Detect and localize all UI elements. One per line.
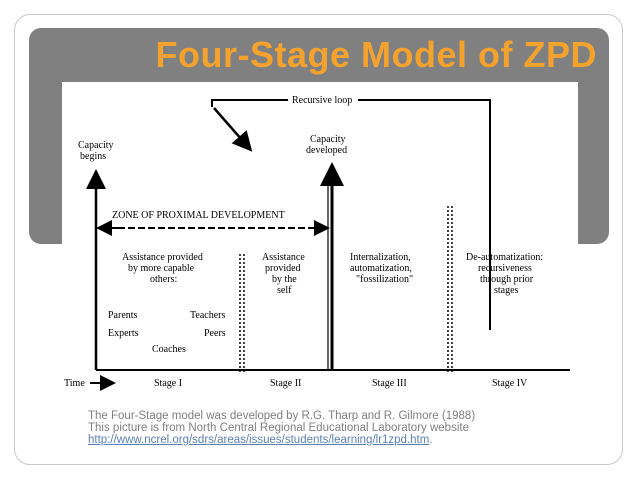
helper-experts: Experts [108,328,139,339]
zpd-diagram: Recursive loop Capacity begins Capacity … [62,82,578,406]
recursive-loop-label: Recursive loop [292,95,352,106]
stage1-desc-line3: others: [150,274,177,285]
stage2-desc-line4: self [277,285,292,296]
zpd-diagram-svg: Recursive loop Capacity begins Capacity … [64,95,570,391]
stage3-desc-line2: automatization, [350,263,412,274]
stage2-desc-line1: Assistance [262,252,305,263]
zpd-label: ZONE OF PROXIMAL DEVELOPMENT [112,210,285,221]
stage4-desc-line2: recursiveness [478,263,532,274]
recursive-loop-arrow [213,107,253,152]
stage4-desc-line3: through prior [480,274,534,285]
caption-line2: This picture is from North Central Regio… [88,422,469,434]
caption-period: . [429,434,433,446]
stage-label-2: Stage II [270,378,301,389]
stage2-desc-line2: provided [265,263,301,274]
capacity-begins-line1: Capacity [78,140,114,151]
time-label: Time [64,378,85,389]
helper-coaches: Coaches [152,344,186,355]
stage-label-3: Stage III [372,378,407,389]
stage4-desc-line4: stages [494,285,519,296]
recursive-loop-line [358,99,491,330]
helper-peers: Peers [204,328,226,339]
caption-line1: The Four-Stage model was developed by R.… [88,410,476,422]
helper-parents: Parents [108,310,138,321]
helper-teachers: Teachers [190,310,225,321]
stage3-desc-line3: "fossilization" [356,274,413,285]
recursive-loop-line-left [211,99,288,107]
capacity-developed-line2: developed [306,145,347,156]
stage3-desc-line1: Internalization, [350,252,411,263]
stage-label-4: Stage IV [492,378,528,389]
stage4-desc-line1: De-automatization: [466,252,543,263]
slide-title: Four-Stage Model of ZPD [155,34,597,75]
capacity-begins-line2: begins [80,151,106,162]
caption-line3: http://www.ncrel.org/sdrs/areas/issues/s… [88,434,588,446]
stage1-desc-line1: Assistance provided [122,252,203,263]
source-link[interactable]: http://www.ncrel.org/sdrs/areas/issues/s… [88,434,430,446]
stage-label-1: Stage I [154,378,182,389]
stage2-desc-line3: by the [272,274,297,285]
capacity-developed-line1: Capacity [310,134,346,145]
stage1-desc-line2: by more capable [128,263,195,274]
caption: The Four-Stage model was developed by R.… [88,410,588,446]
